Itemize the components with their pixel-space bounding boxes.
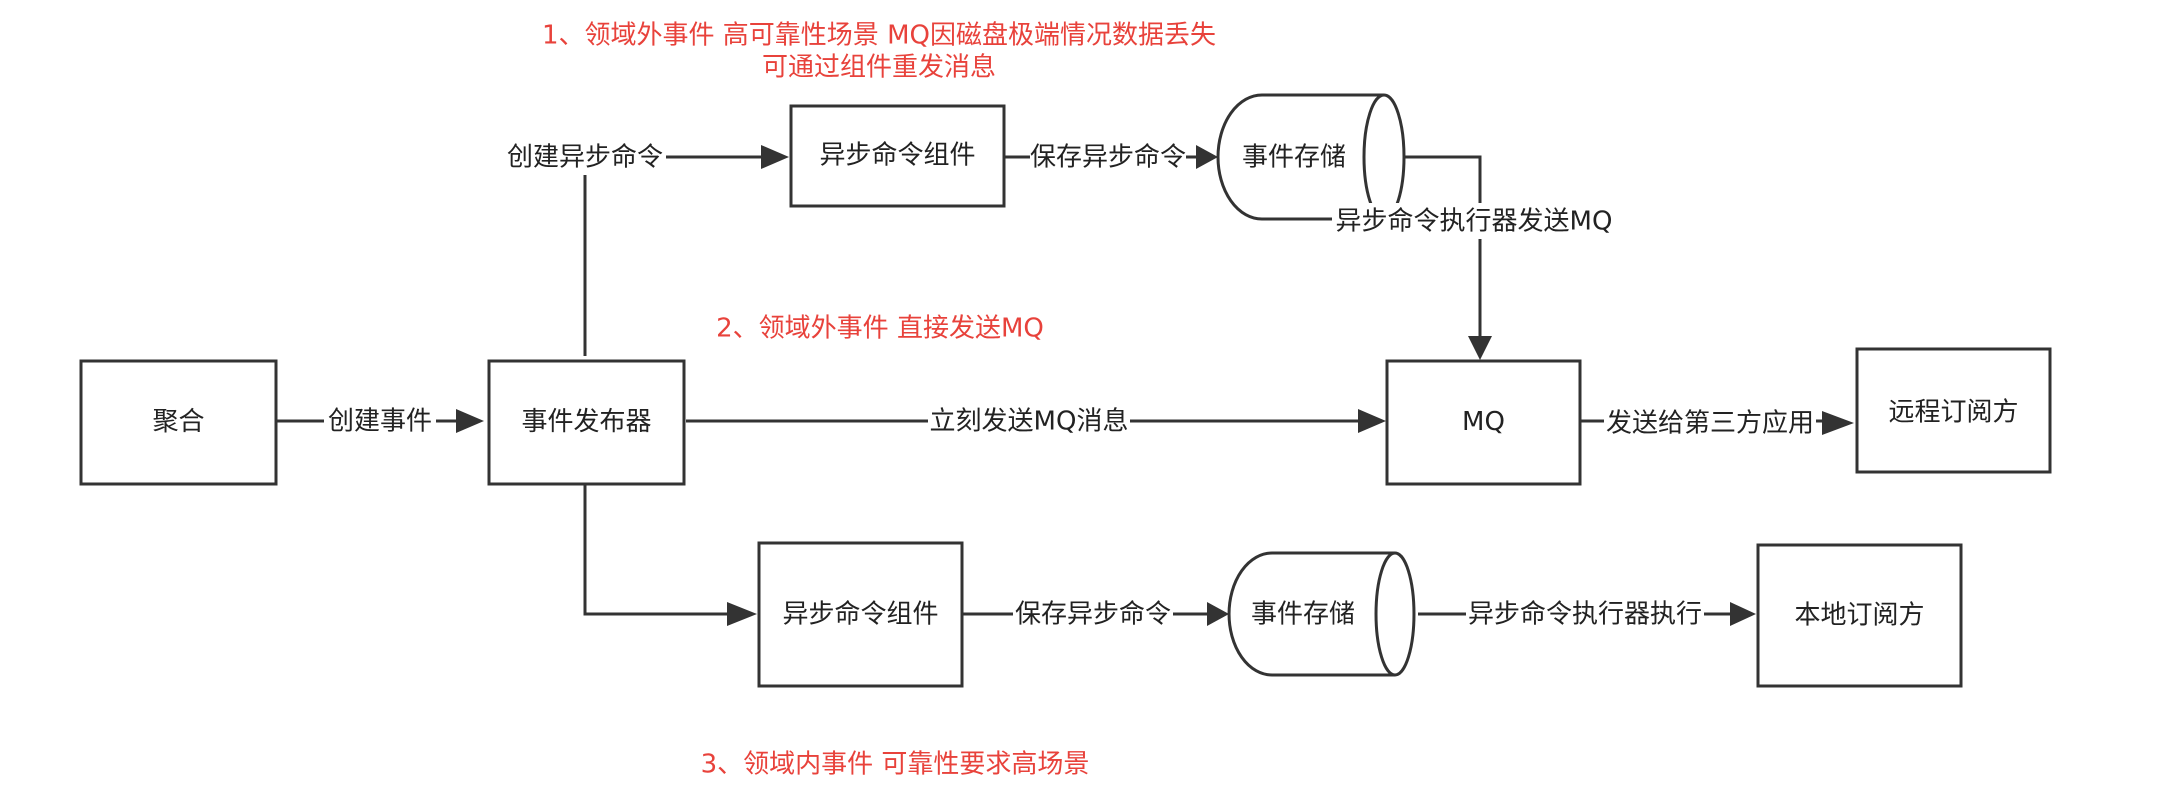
remote-subscriber-node: 远程订阅方 [1855,347,2052,474]
edge-label-send-mq-now: 立刻发送MQ消息 [930,407,1129,437]
arrowhead-store-top [1196,145,1218,169]
async-command-top-label: 异步命令组件 [819,141,975,171]
edge-store-to-mq [1404,155,1482,336]
edge-label-create-event: 创建事件 [328,407,432,437]
publisher-node: 事件发布器 [487,359,686,486]
arrowhead-publisher [456,409,484,433]
aggregate-label: 聚合 [152,407,204,437]
mq-node: MQ [1385,359,1582,486]
event-store-top-label: 事件存储 [1242,143,1346,173]
local-subscriber-label: 本地订阅方 [1794,601,1924,631]
annotation-scenario-1-line2: 可通过组件重发消息 [762,53,996,83]
event-store-bottom-label: 事件存储 [1251,600,1355,630]
async-command-top-node: 异步命令组件 [789,104,1006,208]
arrowhead-mq-left [1358,409,1386,433]
arrowhead-mq-top [1468,336,1492,360]
annotation-scenario-1-line1: 1、领域外事件 高可靠性场景 MQ因磁盘极端情况数据丢失 [542,21,1216,51]
event-store-top-node: 事件存储 [1216,93,1406,221]
event-store-bottom-node: 事件存储 [1227,551,1416,677]
arrowhead-store-bottom [1207,602,1229,626]
annotation-scenario-3: 3、领域内事件 可靠性要求高场景 [701,750,1090,780]
async-command-bottom-node: 异步命令组件 [757,541,964,688]
mq-label: MQ [1462,407,1505,437]
edge-label-executor-execute: 异步命令执行器执行 [1468,600,1702,630]
edge-label-send-third-party: 发送给第三方应用 [1606,409,1814,439]
aggregate-node: 聚合 [79,359,278,486]
edge-label-executor-send-mq: 异步命令执行器发送MQ [1336,207,1613,237]
edge-label-create-async: 创建异步命令 [507,143,663,173]
edge-publisher-down [583,485,727,616]
async-command-bottom-label: 异步命令组件 [782,600,938,630]
edge-label-save-async-top: 保存异步命令 [1030,143,1186,173]
arrowhead-async-top [761,145,789,169]
annotation-scenario-2: 2、领域外事件 直接发送MQ [716,314,1044,344]
arrowhead-async-bottom [727,602,757,626]
remote-subscriber-label: 远程订阅方 [1888,398,2018,428]
arrowhead-remote [1822,411,1854,435]
arrowhead-local [1730,602,1756,626]
local-subscriber-node: 本地订阅方 [1756,543,1963,688]
edge-label-save-async-bottom: 保存异步命令 [1015,600,1171,630]
publisher-label: 事件发布器 [521,407,651,437]
